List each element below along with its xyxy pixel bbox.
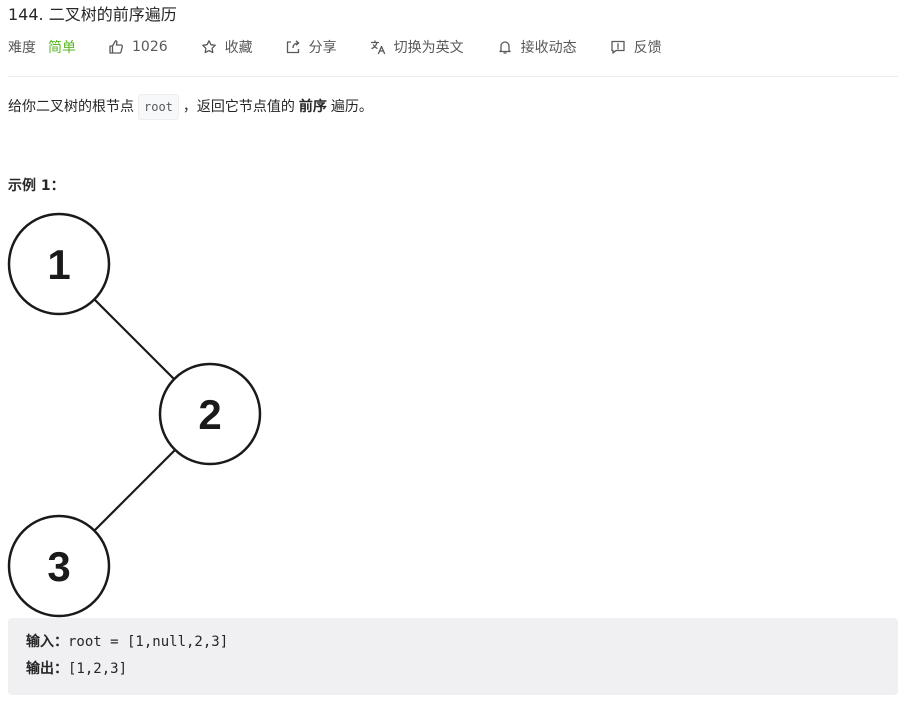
tree-edge-1-2 bbox=[94, 299, 176, 381]
description-suffix: 遍历。 bbox=[330, 99, 373, 115]
language-label: 切换为英文 bbox=[393, 40, 464, 56]
description-bold: 前序 bbox=[298, 99, 327, 115]
tree-node-2-label: 2 bbox=[198, 391, 221, 438]
switch-language-button[interactable]: 切换为英文 bbox=[370, 37, 464, 57]
translate-icon bbox=[370, 40, 385, 55]
description-middle: ，返回它节点值的 bbox=[182, 99, 295, 115]
feedback-icon bbox=[610, 40, 625, 54]
share-label: 分享 bbox=[308, 40, 337, 56]
difficulty-label: 难度 bbox=[8, 40, 36, 56]
input-label: 输入： bbox=[26, 634, 68, 650]
tree-node-3-label: 3 bbox=[47, 543, 70, 590]
feedback-button[interactable]: 反馈 bbox=[610, 37, 662, 57]
output-value: [1,2,3] bbox=[68, 661, 128, 677]
tree-node-2 bbox=[158, 362, 262, 466]
example-code-block: 输入：root = [1,null,2,3] 输出：[1,2,3] bbox=[8, 618, 898, 695]
star-icon bbox=[201, 40, 216, 54]
problem-title: 144. 二叉树的前序遍历 bbox=[8, 5, 177, 24]
thumbs-up-icon bbox=[109, 40, 123, 54]
favorite-button[interactable]: 收藏 bbox=[201, 37, 253, 57]
inline-code-root: root bbox=[138, 94, 179, 120]
tree-node-3 bbox=[7, 514, 111, 618]
tree-edge-2-3 bbox=[94, 449, 176, 531]
header-divider bbox=[8, 76, 898, 77]
difficulty-value: 简单 bbox=[48, 40, 76, 56]
example-output-line: 输出：[1,2,3] bbox=[26, 659, 127, 679]
like-button[interactable]: 1026 bbox=[108, 39, 168, 55]
feedback-label: 反馈 bbox=[633, 40, 662, 56]
notify-label: 接收动态 bbox=[520, 40, 577, 56]
problem-description: 给你二叉树的根节点 root ，返回它节点值的 前序 遍历。 bbox=[8, 94, 373, 120]
input-value: root = [1,null,2,3] bbox=[68, 634, 229, 650]
tree-node-1 bbox=[7, 212, 111, 316]
like-count: 1026 bbox=[132, 39, 168, 55]
binary-tree-diagram: 1 2 3 bbox=[7, 212, 262, 618]
problem-toolbar: 难度 简单 1026 收藏 分享 切换为英文 接收动 bbox=[8, 37, 662, 57]
output-label: 输出： bbox=[26, 661, 68, 677]
example-input-line: 输入：root = [1,null,2,3] bbox=[26, 632, 228, 652]
bell-icon bbox=[498, 41, 511, 54]
share-icon bbox=[286, 40, 299, 54]
tree-node-1-label: 1 bbox=[47, 241, 70, 288]
example-title: 示例 1： bbox=[8, 178, 65, 194]
share-button[interactable]: 分享 bbox=[285, 37, 337, 57]
subscribe-button[interactable]: 接收动态 bbox=[497, 37, 577, 57]
description-prefix: 给你二叉树的根节点 bbox=[8, 99, 134, 115]
favorite-label: 收藏 bbox=[224, 40, 253, 56]
